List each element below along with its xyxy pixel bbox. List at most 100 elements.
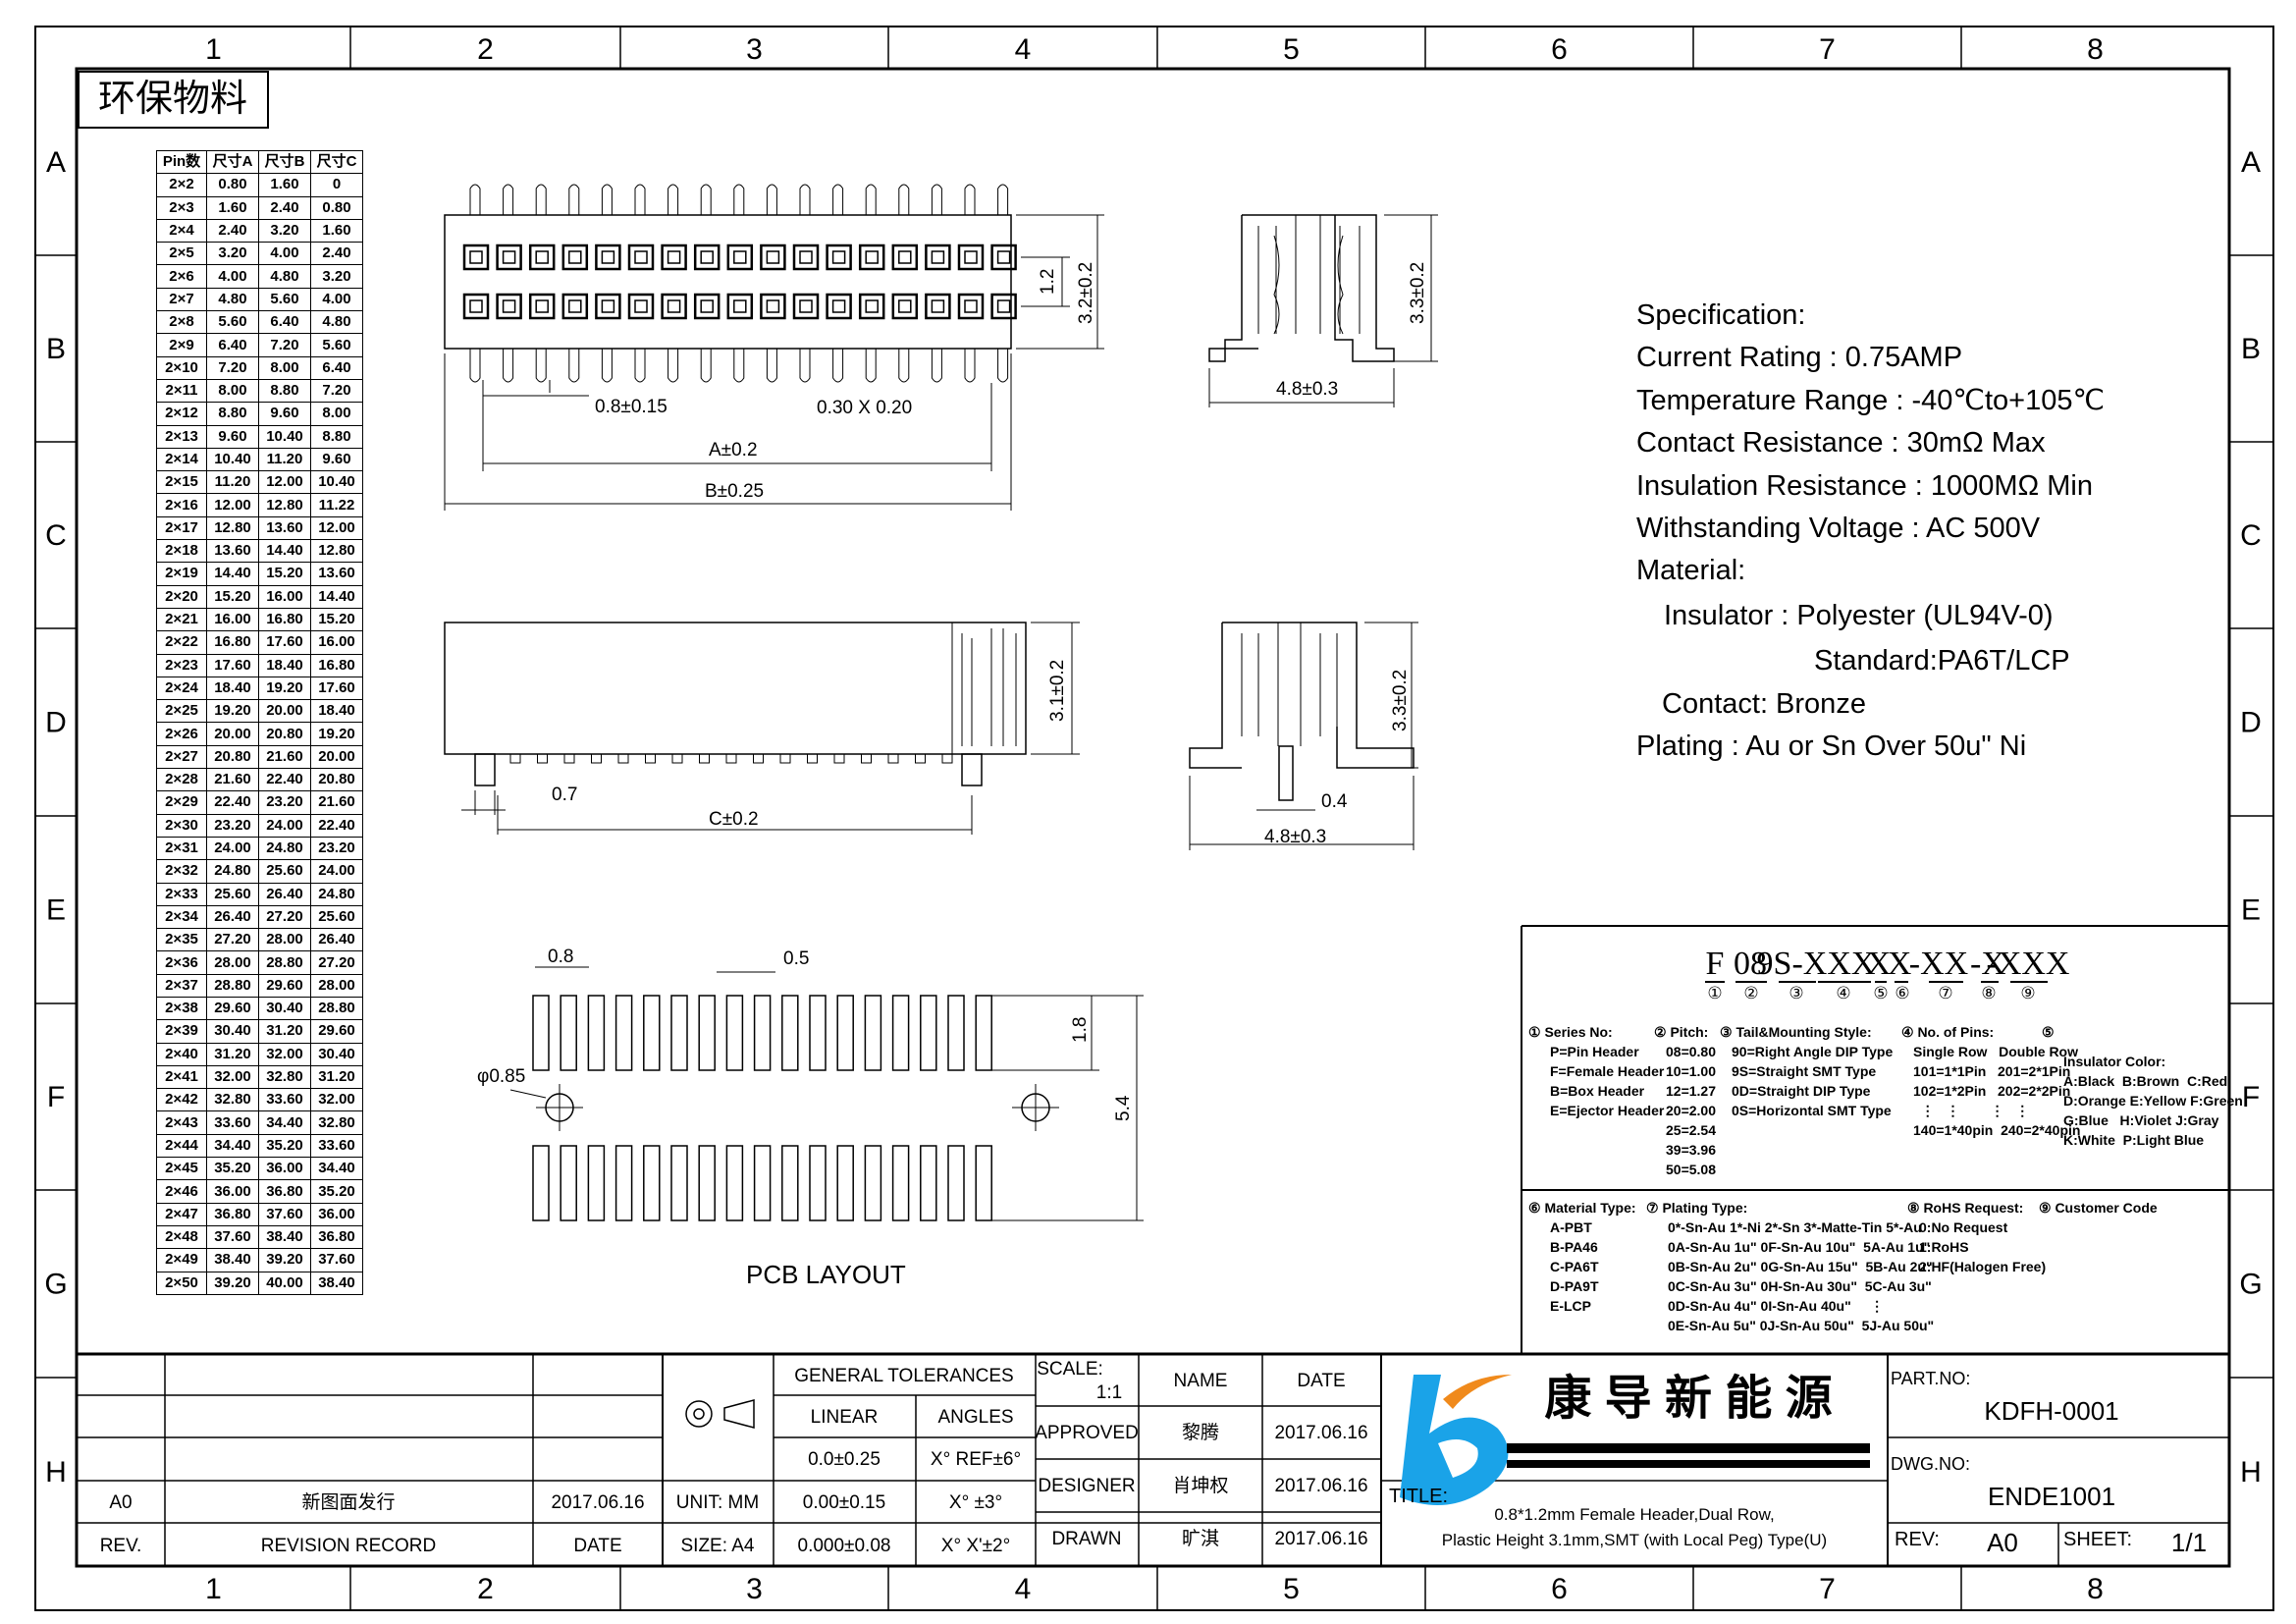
column-marker: 8 bbox=[2087, 33, 2104, 66]
dim-pcb-pitch: 0.8 bbox=[548, 947, 573, 967]
part-code-index: ⑤ bbox=[1873, 984, 1888, 1002]
pcb-pad bbox=[614, 1145, 633, 1221]
front-view bbox=[444, 622, 1027, 786]
table-cell: 28.80 bbox=[206, 973, 259, 998]
table-cell: 18.40 bbox=[310, 699, 363, 724]
contact-slot bbox=[957, 293, 985, 320]
part-no: KDFH-0001 bbox=[1984, 1396, 2118, 1426]
column-marker: 1 bbox=[205, 33, 222, 66]
pin-foot bbox=[645, 753, 656, 764]
table-cell: 24.00 bbox=[206, 836, 259, 861]
legend-pins-line: 140=1*40pin 240=2*40pin bbox=[1913, 1122, 2080, 1138]
legend-series-line: B=Box Header bbox=[1550, 1083, 1645, 1099]
date-col-header: DATE bbox=[1297, 1371, 1345, 1391]
row-marker: A bbox=[46, 146, 66, 179]
table-cell: 27.20 bbox=[206, 928, 259, 952]
approved-date: 2017.06.16 bbox=[1274, 1423, 1367, 1443]
spec-line: Material: bbox=[1636, 555, 1745, 586]
table-cell: 12.80 bbox=[310, 539, 363, 564]
table-cell: 7.20 bbox=[206, 355, 259, 380]
table-cell: 29.60 bbox=[206, 996, 259, 1021]
table-cell: 3.20 bbox=[206, 242, 259, 266]
column-marker: 6 bbox=[1551, 1573, 1568, 1605]
table-cell: 8.00 bbox=[206, 378, 259, 404]
dim-front-height: 3.1±0.2 bbox=[1047, 660, 1068, 722]
table-cell: 14.40 bbox=[310, 584, 363, 609]
legend-series-line: P=Pin Header bbox=[1550, 1044, 1639, 1059]
table-cell: 24.80 bbox=[310, 882, 363, 906]
pin bbox=[601, 349, 613, 383]
row-marker: D bbox=[45, 707, 67, 739]
legend-tail-line: 0D=Straight DIP Type bbox=[1732, 1083, 1871, 1099]
table-cell: 20.00 bbox=[310, 744, 363, 770]
inner-border bbox=[75, 67, 2231, 1568]
table-cell: 30.40 bbox=[310, 1042, 363, 1066]
contact-slot bbox=[891, 244, 919, 271]
contact-slot bbox=[496, 244, 522, 271]
legend-pitch-line: 10=1.00 bbox=[1666, 1063, 1716, 1079]
table-cell: 2×3 bbox=[156, 195, 207, 220]
contact-slot bbox=[693, 244, 721, 271]
table-cell: 4.80 bbox=[258, 264, 311, 289]
contact-slot bbox=[627, 244, 655, 271]
table-cell: 2×36 bbox=[156, 950, 207, 975]
table-cell: 1.60 bbox=[206, 195, 259, 220]
column-marker: 5 bbox=[1283, 1573, 1300, 1605]
legend-color-line: G:Blue H:Violet J:Gray bbox=[2063, 1112, 2219, 1128]
table-cell: 4.80 bbox=[206, 287, 259, 312]
pin bbox=[469, 184, 481, 215]
revision-date-value: 2017.06.16 bbox=[551, 1492, 644, 1513]
table-cell: 4.00 bbox=[310, 287, 363, 312]
table-cell: 6.40 bbox=[258, 310, 311, 335]
table-cell: 4.00 bbox=[206, 264, 259, 289]
pcb-pad bbox=[753, 1145, 772, 1221]
dim-side2-peg: 0.4 bbox=[1321, 791, 1348, 812]
contact-slot bbox=[858, 293, 885, 320]
contact-slot bbox=[595, 244, 621, 271]
table-cell: 5.60 bbox=[258, 287, 311, 312]
table-cell: 9.60 bbox=[206, 424, 259, 449]
table-cell: 12.00 bbox=[310, 515, 363, 541]
table-cell: 27.20 bbox=[258, 904, 311, 930]
dim-pcb-padlen: 1.8 bbox=[1070, 1017, 1091, 1043]
contact-slot bbox=[990, 293, 1017, 320]
pin bbox=[931, 184, 942, 215]
table-cell: 37.60 bbox=[206, 1224, 259, 1250]
table-cell: 22.40 bbox=[258, 768, 311, 792]
spec-line: Insulator : Polyester (UL94V-0) bbox=[1664, 600, 2054, 631]
legend-material-line: ⑥ Material Type: bbox=[1528, 1200, 1636, 1216]
table-cell: 2×12 bbox=[156, 402, 207, 426]
dim-c: C±0.2 bbox=[709, 809, 759, 830]
column-marker: 6 bbox=[1551, 33, 1568, 66]
pcb-pad bbox=[836, 1145, 854, 1221]
pin-foot bbox=[941, 753, 953, 764]
pcb-pad bbox=[809, 995, 827, 1071]
pcb-pad bbox=[560, 995, 577, 1071]
table-cell: 23.20 bbox=[258, 790, 311, 815]
table-cell: 32.00 bbox=[206, 1064, 259, 1090]
pin-foot bbox=[591, 753, 602, 764]
legend-pitch-line: 12=1.27 bbox=[1666, 1083, 1716, 1099]
row-marker: D bbox=[2240, 707, 2262, 739]
table-cell: 2×35 bbox=[156, 928, 207, 952]
pin bbox=[898, 184, 910, 215]
table-cell: 28.00 bbox=[310, 973, 363, 998]
pin bbox=[601, 184, 613, 215]
legend-plating-line: 0E-Sn-Au 5u" 0J-Sn-Au 50u" 5J-Au 50u" bbox=[1668, 1318, 1934, 1333]
designer-label: DESIGNER bbox=[1038, 1476, 1135, 1496]
pin bbox=[568, 184, 580, 215]
table-cell: 19.20 bbox=[310, 722, 363, 746]
